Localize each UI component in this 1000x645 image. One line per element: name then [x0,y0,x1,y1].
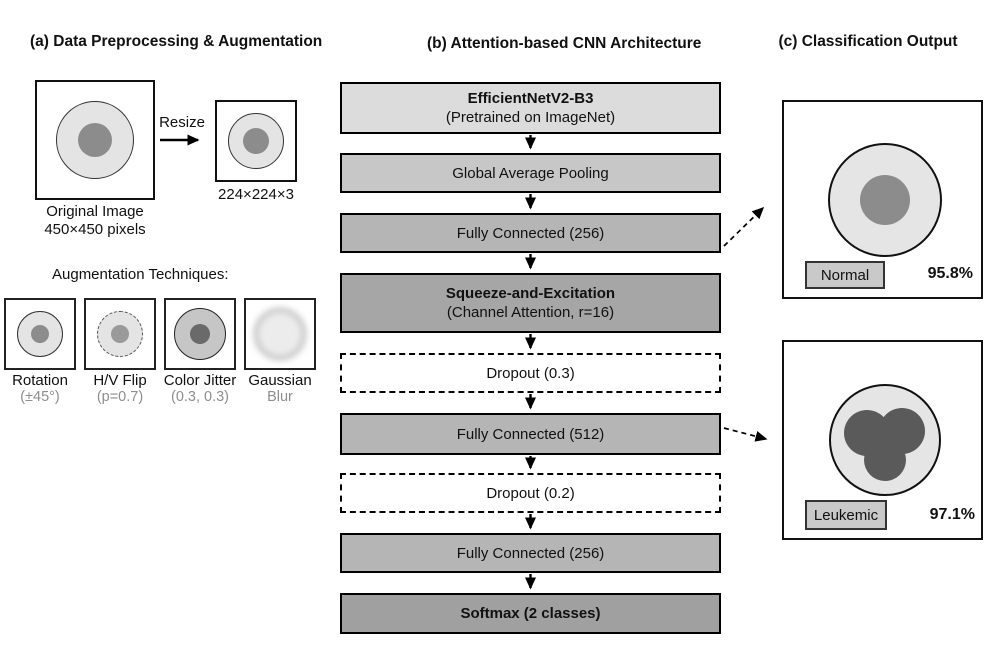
class-tag-leukemic: Leukemic [805,500,887,530]
aug-thumb-gaussian-blur [244,298,316,370]
cell-blurred [253,307,307,361]
aug-label-gaussian: Gaussian Blur [248,372,312,405]
cell-cytoplasm [829,384,941,496]
layer-title: Fully Connected (256) [456,544,605,562]
cell-nucleus [111,325,129,343]
aug-thumb-rotation [4,298,76,370]
cell-cytoplasm [17,311,63,357]
cell-cytoplasm [56,101,134,179]
aug-label-rotation: Rotation (±45°) [12,372,68,405]
cell-nucleus [78,123,112,157]
layer-title: EfficientNetV2-B3 [467,90,594,107]
class-tag-normal: Normal [805,261,885,289]
cell-nucleus [860,175,910,225]
original-image-label: Original Image [46,203,144,220]
layer-efficientnet: EfficientNetV2-B3 (Pretrained on ImageNe… [340,82,721,134]
original-image-size: 450×450 pixels [44,221,146,238]
layer-title: Dropout (0.3) [486,364,575,382]
confidence-normal: 95.8% [927,265,973,282]
cell-cytoplasm-jitter [174,308,226,360]
layer-title: Global Average Pooling [452,164,609,182]
layer-global-average-pooling: Global Average Pooling [340,153,721,193]
resized-image-box [215,100,297,182]
layer-title: Softmax (2 classes) [460,605,601,622]
layer-dropout-02: Dropout (0.2) [340,473,721,513]
cell-cytoplasm [828,143,942,257]
resize-label: Resize [159,114,205,131]
dashed-arrow-normal [723,206,765,247]
cell-nucleus [243,128,269,154]
layer-subtitle: (Pretrained on ImageNet) [445,109,616,126]
layer-fully-connected-256: Fully Connected (256) [340,213,721,253]
panel-c-title: (c) Classification Output [778,33,958,50]
aug-label-color-jitter: Color Jitter (0.3, 0.3) [163,372,237,405]
layer-title: Fully Connected (512) [456,425,605,443]
layer-subtitle: (Channel Attention, r=16) [446,304,615,321]
confidence-leukemic: 97.1% [929,506,975,523]
output-card-normal: Normal 95.8% [782,100,983,299]
resized-image-size: 224×224×3 [218,186,294,203]
layer-title: Fully Connected (256) [456,224,605,242]
layer-dropout-03: Dropout (0.3) [340,353,721,393]
layer-fully-connected-256b: Fully Connected (256) [340,533,721,573]
original-image-box [35,80,155,200]
panel-a-title: (a) Data Preprocessing & Augmentation [30,33,323,50]
cell-nucleus [190,324,210,344]
panel-b-title: (b) Attention-based CNN Architecture [427,35,702,52]
cell-nucleus [31,325,49,343]
original-image-caption: Original Image 450×450 pixels [25,203,165,239]
cell-cytoplasm-dashed [97,311,143,357]
layer-title: Dropout (0.2) [486,484,575,502]
dashed-arrow-leukemic [723,427,768,442]
cell-cytoplasm [228,113,284,169]
aug-label-flip: H/V Flip (p=0.7) [93,372,147,405]
aug-thumb-color-jitter [164,298,236,370]
layer-fully-connected-512: Fully Connected (512) [340,413,721,455]
layer-softmax: Softmax (2 classes) [340,593,721,634]
layer-squeeze-excitation: Squeeze-and-Excitation (Channel Attentio… [340,273,721,333]
layer-title: Squeeze-and-Excitation [445,285,616,302]
output-card-leukemic: Leukemic 97.1% [782,340,983,540]
augmentation-heading: Augmentation Techniques: [52,266,229,283]
nucleus-lobe-bottom [864,439,906,481]
aug-thumb-flip [84,298,156,370]
